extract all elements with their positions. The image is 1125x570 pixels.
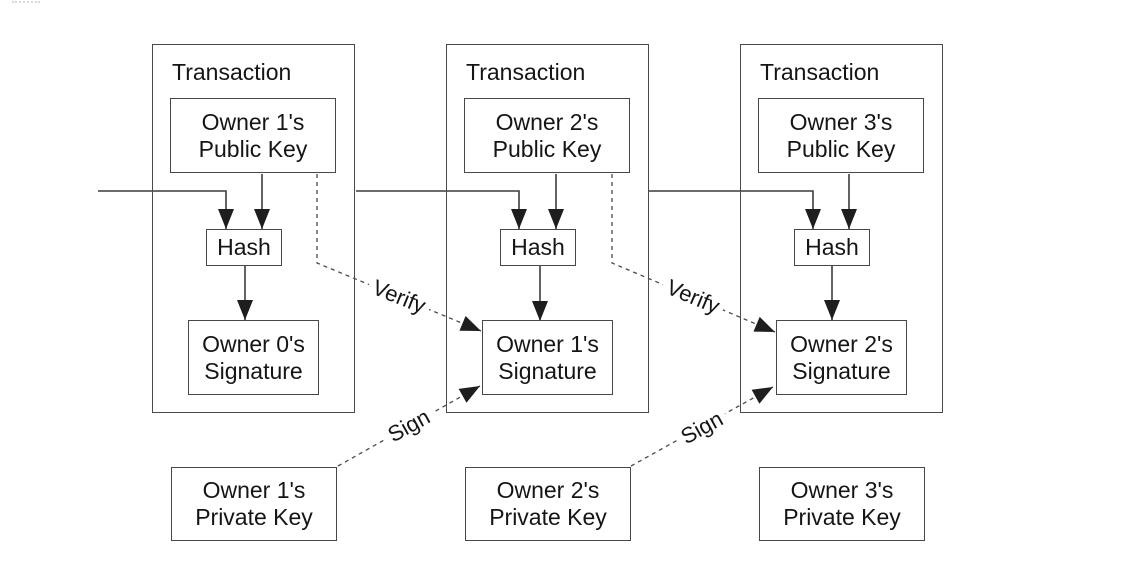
transaction-box-3: Transaction Owner 3's Public Key Hash Ow… [740, 44, 943, 413]
public-key-box-3: Owner 3's Public Key [758, 98, 924, 173]
private-key-label-line1: Owner 2's [496, 477, 600, 503]
transaction-box-1: Transaction Owner 1's Public Key Hash Ow… [152, 44, 355, 413]
signature-label-line1: Owner 1's [496, 330, 599, 357]
private-key-box-2: Owner 2's Private Key [465, 467, 631, 541]
transaction-title: Transaction [760, 59, 880, 85]
public-key-box-2: Owner 2's Public Key [464, 98, 630, 173]
public-key-label-line2: Public Key [198, 135, 308, 162]
private-key-label-line1: Owner 3's [790, 477, 894, 503]
signature-box-3: Owner 2's Signature [776, 320, 907, 395]
hash-label: Hash [805, 234, 859, 260]
signature-label-line1: Owner 0's [202, 330, 305, 357]
private-key-label-line2: Private Key [783, 504, 901, 530]
verify-arrow-pubkey2-to-signature3 [611, 174, 776, 333]
cropped-edge-artifact [12, 1, 40, 5]
hash-label: Hash [217, 234, 271, 260]
verify-arrow-pubkey1-to-signature2 [316, 174, 482, 332]
signature-label-line2: Signature [204, 357, 303, 384]
transaction-box-2: Transaction Owner 2's Public Key Hash Ow… [446, 44, 649, 413]
signature-label-line1: Owner 2's [790, 330, 893, 357]
public-key-label-line1: Owner 2's [495, 108, 599, 135]
public-key-label-line2: Public Key [492, 135, 602, 162]
hash-box-3: Hash [794, 229, 870, 266]
public-key-label-line1: Owner 1's [201, 108, 305, 135]
signature-label-line2: Signature [498, 357, 597, 384]
chain-line-tx1-to-tx2-hash [356, 190, 527, 229]
signature-box-1: Owner 0's Signature [188, 320, 319, 395]
chain-line-into-tx1-hash [98, 190, 234, 229]
signature-label-line2: Signature [792, 357, 891, 384]
chain-line-tx2-to-tx3-hash [649, 190, 821, 229]
hash-label: Hash [511, 234, 565, 260]
public-key-label-line1: Owner 3's [789, 108, 893, 135]
private-key-label-line2: Private Key [489, 504, 607, 530]
private-key-box-3: Owner 3's Private Key [759, 467, 925, 541]
signature-box-2: Owner 1's Signature [482, 320, 613, 395]
private-key-label-line1: Owner 1's [202, 477, 306, 503]
transaction-title: Transaction [172, 59, 292, 85]
private-key-label-line2: Private Key [195, 504, 313, 530]
hash-box-2: Hash [500, 229, 576, 266]
public-key-label-line2: Public Key [786, 135, 896, 162]
transaction-title: Transaction [466, 59, 586, 85]
public-key-box-1: Owner 1's Public Key [170, 98, 336, 173]
private-key-box-1: Owner 1's Private Key [171, 467, 337, 541]
hash-box-1: Hash [206, 229, 282, 266]
